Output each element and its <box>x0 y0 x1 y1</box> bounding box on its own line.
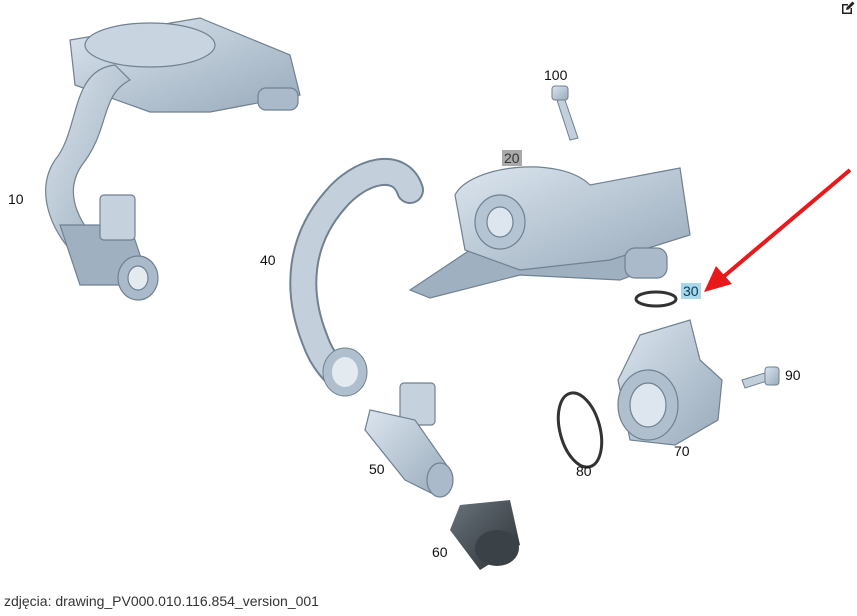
label-100: 100 <box>544 67 568 83</box>
label-60: 60 <box>432 544 448 560</box>
highlight-arrow <box>704 168 852 292</box>
label-70: 70 <box>674 443 690 459</box>
part-50 <box>364 382 454 498</box>
label-20: 20 <box>502 150 522 166</box>
part-40-hose <box>289 158 424 397</box>
part-100-bolt <box>551 85 579 141</box>
part-20 <box>408 166 691 299</box>
label-10: 10 <box>8 191 24 207</box>
label-30: 30 <box>681 283 701 299</box>
part-60-sleeve <box>450 500 520 570</box>
label-40: 40 <box>260 252 276 268</box>
label-80: 80 <box>576 463 592 479</box>
part-10 <box>45 17 301 301</box>
part-70 <box>617 319 723 446</box>
edit-icon[interactable] <box>840 0 856 16</box>
label-90: 90 <box>785 367 801 383</box>
part-90-bolt <box>741 366 780 389</box>
part-80-o-ring <box>556 391 604 469</box>
image-caption: zdjęcia: drawing_PV000.010.116.854_versi… <box>4 593 319 609</box>
label-50: 50 <box>369 461 385 477</box>
part-30-o-ring <box>634 290 678 308</box>
